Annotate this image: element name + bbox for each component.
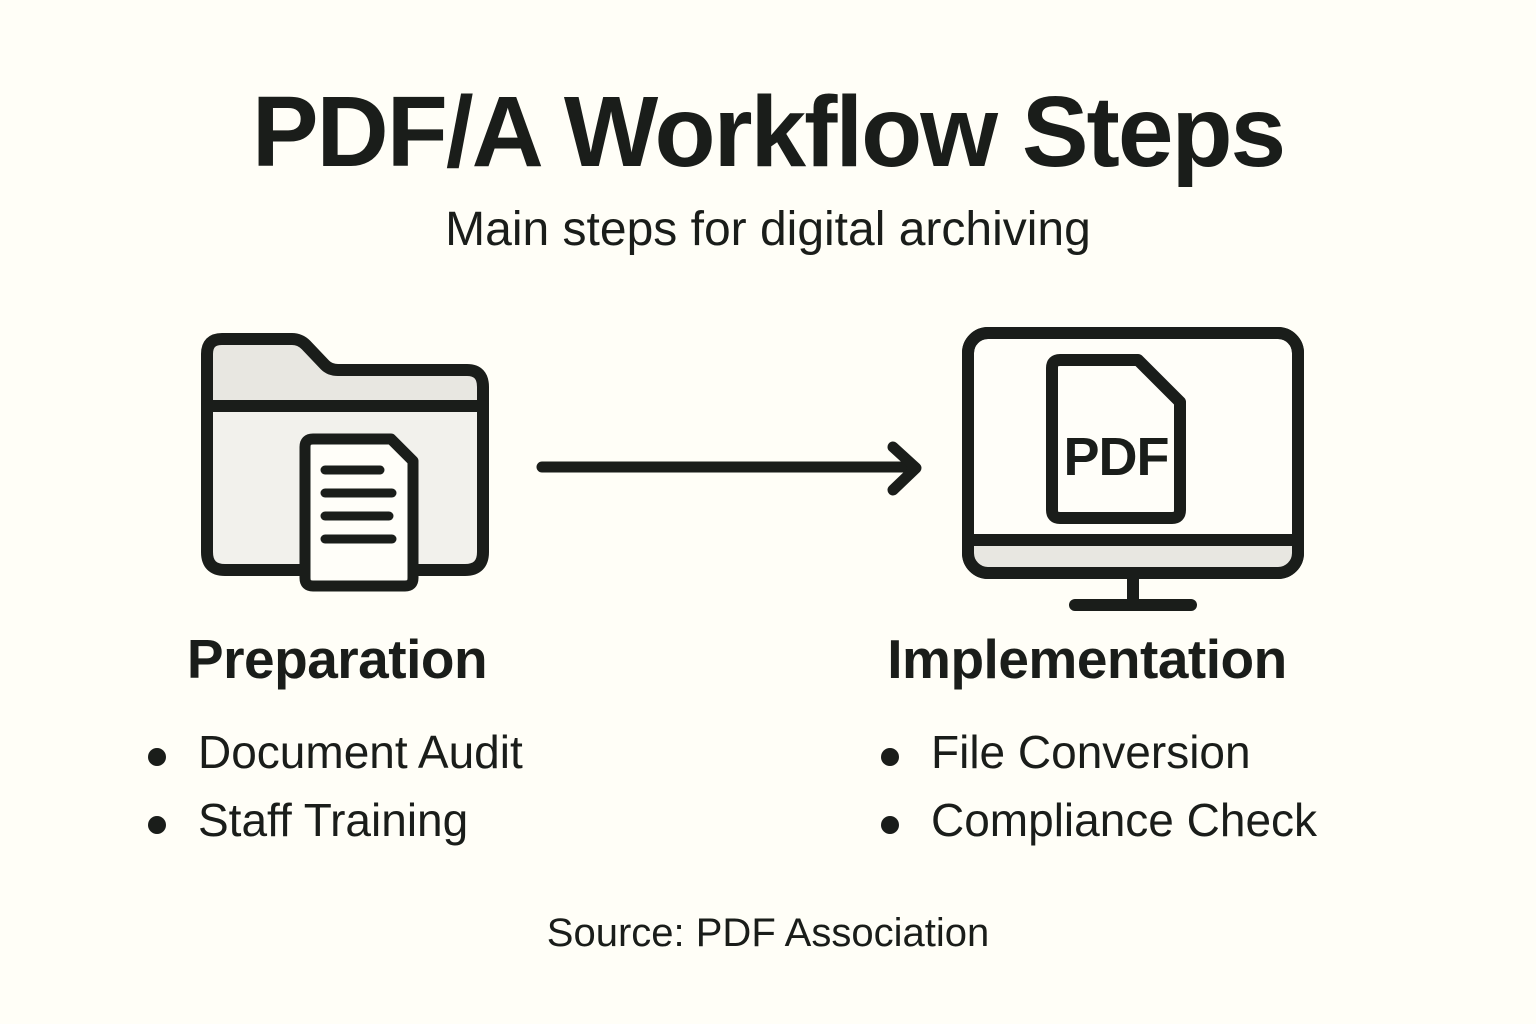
pdf-file-sheet — [1046, 354, 1186, 524]
bullet-dot-icon — [881, 748, 899, 766]
bullet-dot-icon — [881, 816, 899, 834]
bullet-text: File Conversion — [931, 726, 1251, 778]
page-title: PDF/A Workflow Steps — [251, 76, 1286, 188]
right-arrow-icon — [536, 441, 922, 496]
document-text-lines — [320, 465, 397, 544]
source-attribution: Source: PDF Association — [546, 911, 990, 955]
step-heading-implementation: Implementation — [887, 628, 1287, 690]
list-item: File Conversion — [881, 718, 1317, 786]
page-subtitle: Main steps for digital archiving — [445, 203, 1091, 256]
arrow-head — [887, 441, 922, 496]
bullet-text: Document Audit — [198, 726, 523, 778]
preparation-bullet-list: Document Audit Staff Training — [148, 718, 523, 854]
bullet-dot-icon — [148, 816, 166, 834]
folder-tab — [201, 333, 489, 412]
bullet-text: Staff Training — [198, 794, 469, 846]
step-heading-preparation: Preparation — [186, 628, 488, 690]
list-item: Staff Training — [148, 786, 523, 854]
list-item: Compliance Check — [881, 786, 1317, 854]
monitor-pdf-icon: PDF — [962, 327, 1304, 611]
pdf-file-label: PDF — [1064, 427, 1169, 487]
folder-document-icon — [201, 333, 489, 592]
monitor-bezel — [974, 542, 1292, 567]
bullet-text: Compliance Check — [931, 794, 1318, 846]
list-item: Document Audit — [148, 718, 523, 786]
bullet-dot-icon — [148, 748, 166, 766]
implementation-bullet-list: File Conversion Compliance Check — [881, 718, 1317, 854]
